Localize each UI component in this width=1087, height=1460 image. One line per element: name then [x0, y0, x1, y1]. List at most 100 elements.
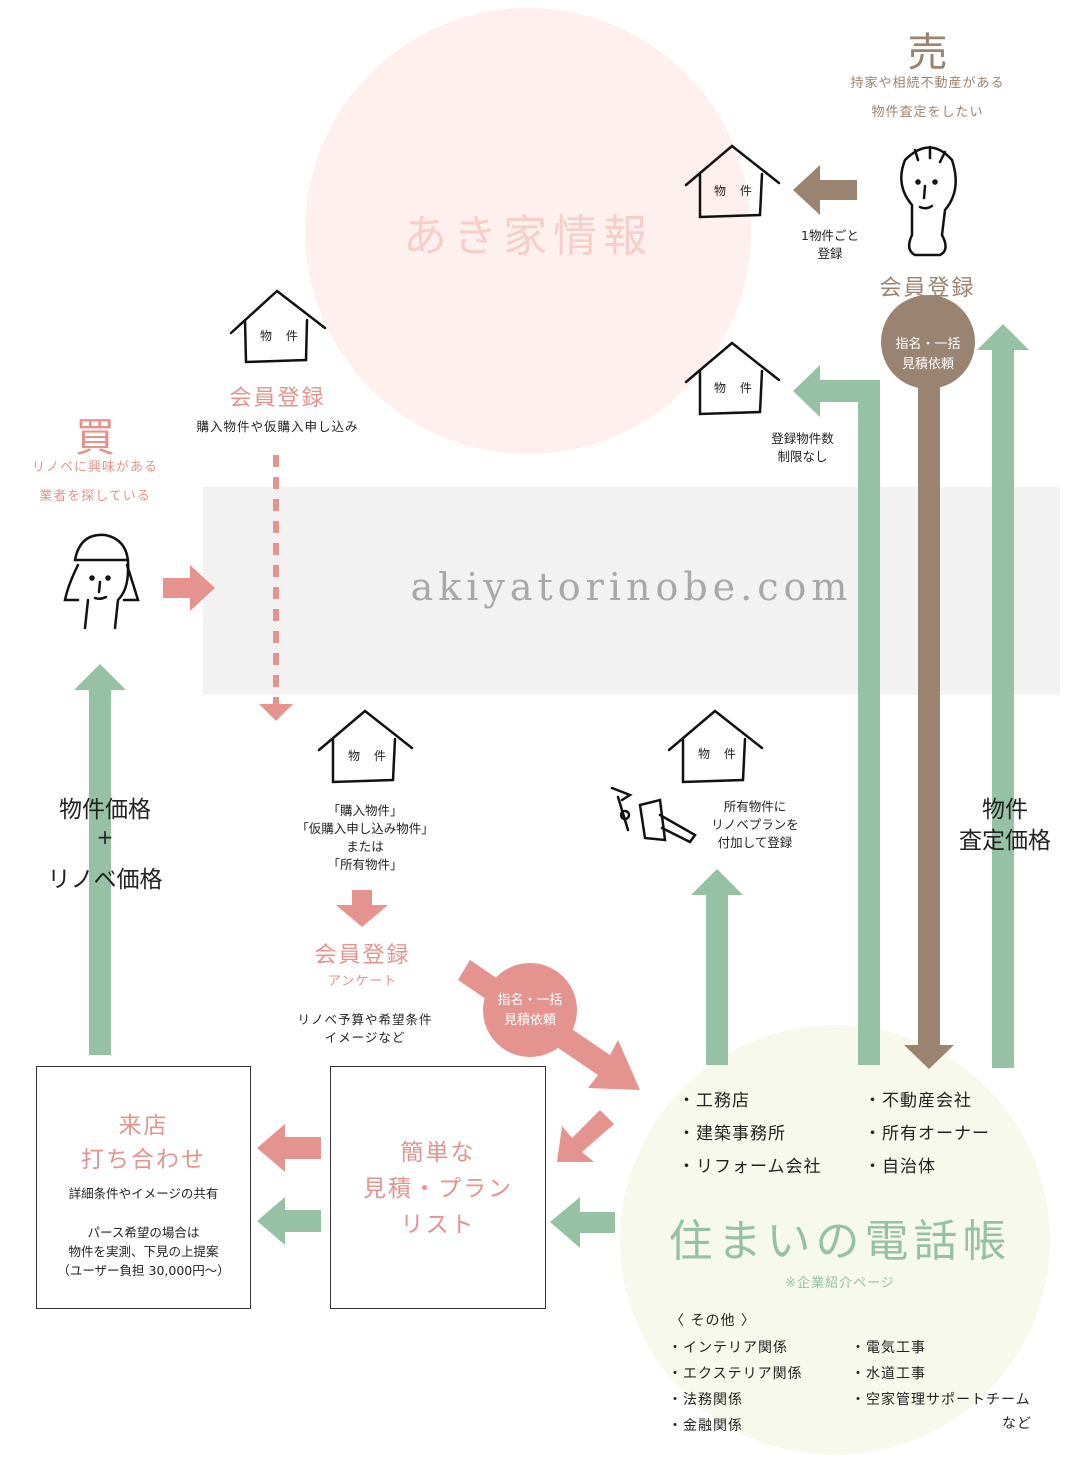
other-col2: ・電気工事・水道工事・空家管理サポートチーム — [851, 1335, 1031, 1413]
owned-line: リノベプランを — [711, 817, 799, 832]
sell-desc: 物件査定をしたい — [871, 105, 984, 120]
phonebook-col1: ・工務店・建築事務所・リフォーム会社 — [678, 1085, 822, 1184]
sell-desc: 持家や相続不動産がある — [850, 76, 1005, 91]
nomination-line: 指名・一括 — [497, 993, 563, 1008]
phonebook-item: ・建築事務所 — [678, 1124, 786, 1144]
buy-heading: 買 — [75, 415, 115, 461]
unlimited-text: 登録物件数制限なし — [750, 430, 855, 466]
nomination-line: 指名・一括 — [895, 337, 961, 352]
property-type-line: 「仮購入申し込み物件」 — [296, 821, 434, 836]
owned-property-text: 所有物件にリノベプランを付加して登録 — [690, 798, 820, 852]
survey-desc: リノベ予算や希望条件イメージなど — [270, 1011, 460, 1047]
house-icon — [229, 289, 327, 364]
property-types: 「購入物件」「仮購入申し込み物件」または「所有物件」 — [270, 802, 460, 874]
property-type-line: 「購入物件」 — [327, 803, 403, 818]
sell-register: 会員登録 — [879, 276, 976, 301]
buy-register-desc: 購入物件や仮購入申し込み — [196, 419, 359, 434]
phonebook-circle — [620, 1025, 1050, 1455]
visit-title: 来店打ち合わせ — [37, 1109, 250, 1177]
visit-desc: 詳細条件やイメージの共有 — [68, 1186, 219, 1201]
visit-box: 来店打ち合わせ 詳細条件やイメージの共有 パース希望の場合は物件を実測、下見の上… — [36, 1066, 251, 1309]
house-label: 物 件 — [260, 329, 303, 343]
phonebook-item: ・不動産会社 — [864, 1091, 972, 1111]
house-label: 物 件 — [698, 747, 741, 761]
nomination-circle-middle — [483, 963, 577, 1057]
house-label: 物 件 — [714, 184, 757, 198]
site-url[interactable]: akiyatorinobe.com — [410, 565, 853, 609]
house-icon — [667, 709, 764, 784]
per-property-line: 登録 — [817, 246, 843, 261]
other-item: ・電気工事 — [851, 1340, 926, 1356]
visit-note-line: 物件を実測、下見の上提案 — [68, 1244, 219, 1259]
hammer-icon — [610, 786, 697, 844]
arrow-elbow-register — [793, 365, 880, 1065]
other-item: ・エクステリア関係 — [668, 1366, 803, 1382]
other-item: ・金融関係 — [668, 1418, 743, 1434]
site-band — [203, 487, 1060, 695]
appraisal-line: 査定価格 — [959, 828, 1051, 854]
arrow-up-appraisal — [977, 324, 1029, 1068]
phonebook-title: 住まいの電話帳 — [668, 1216, 1012, 1267]
house-icon — [317, 709, 414, 784]
plan-title-line: 簡単な — [400, 1140, 476, 1166]
house-label: 物 件 — [348, 749, 391, 763]
arrow-left-brown — [793, 165, 857, 215]
price-property: 物件価格 — [59, 797, 151, 823]
buyer-person-icon — [63, 533, 140, 630]
nomination-line: 見積依頼 — [901, 357, 954, 372]
other-item: ・空家管理サポートチーム — [851, 1392, 1031, 1408]
visit-note: パース希望の場合は物件を実測、下見の上提案 （ユーザー負担 30,000円～） — [37, 1223, 250, 1280]
visit-title-line: 来店 — [118, 1113, 169, 1139]
owned-line: 所有物件に — [723, 799, 787, 814]
phonebook-col2: ・不動産会社・所有オーナー・自治体 — [864, 1085, 990, 1184]
survey-label: アンケート — [327, 974, 398, 989]
phonebook-note: ※企業紹介ページ — [785, 1276, 895, 1291]
plan-title-line: リスト — [400, 1212, 476, 1238]
nomination-label-middle: 指名・一括見積依頼 — [483, 991, 577, 1031]
etc-text: など — [1002, 1416, 1032, 1432]
nomination-label-top: 指名・一括見積依頼 — [881, 335, 975, 375]
other-item: ・水道工事 — [851, 1366, 926, 1382]
other-item: ・法務関係 — [668, 1392, 743, 1408]
arrow-left-green-1 — [257, 1197, 321, 1245]
sell-heading: 売 — [907, 30, 948, 76]
phonebook-item: ・工務店 — [678, 1091, 750, 1111]
arrow-right-buyer — [163, 565, 215, 611]
seller-person-icon — [900, 145, 957, 257]
arrow-diagonal-to-plan — [557, 1110, 614, 1162]
arrow-up-owned — [691, 869, 743, 1065]
survey-desc-line: リノベ予算や希望条件 — [297, 1012, 433, 1027]
per-property-text: 1物件ごと登録 — [780, 227, 880, 263]
dashed-arrowhead — [259, 704, 293, 721]
appraisal-line: 物件 — [982, 797, 1028, 823]
visit-note-line: （ユーザー負担 30,000円～） — [57, 1263, 230, 1278]
arrow-up-price — [74, 664, 126, 1055]
house-icon — [684, 144, 781, 219]
arrow-left-green-2 — [550, 1197, 615, 1248]
price-plus: + — [96, 825, 114, 849]
unlimited-line: 登録物件数 — [771, 431, 834, 446]
phonebook-item: ・所有オーナー — [864, 1124, 990, 1144]
property-type-line: 「所有物件」 — [327, 857, 403, 872]
per-property-line: 1物件ごと — [801, 228, 859, 243]
house-icon — [684, 341, 781, 416]
phonebook-item: ・自治体 — [864, 1157, 936, 1177]
property-type-line: または — [346, 839, 384, 854]
arrow-down-middle — [336, 890, 388, 927]
unlimited-line: 制限なし — [777, 449, 828, 464]
buy-desc: 業者を探している — [39, 489, 151, 504]
other-col1: ・インテリア関係・エクステリア関係・法務関係・金融関係 — [668, 1335, 803, 1439]
buy-register: 会員登録 — [229, 386, 326, 411]
plan-title-line: 見積・プラン — [363, 1176, 513, 1202]
other-item: ・インテリア関係 — [668, 1340, 788, 1356]
akiya-circle — [305, 8, 751, 454]
owned-line: 付加して登録 — [717, 835, 793, 850]
visit-note-line: パース希望の場合は — [87, 1225, 200, 1240]
appraisal-price: 物件査定価格 — [945, 795, 1065, 857]
phonebook-item: ・リフォーム会社 — [678, 1157, 822, 1177]
plan-title: 簡単な見積・プランリスト — [331, 1135, 545, 1243]
arrow-left-pink — [257, 1124, 321, 1172]
middle-register: 会員登録 — [314, 943, 411, 968]
arrow-down-nomination — [904, 330, 954, 1069]
